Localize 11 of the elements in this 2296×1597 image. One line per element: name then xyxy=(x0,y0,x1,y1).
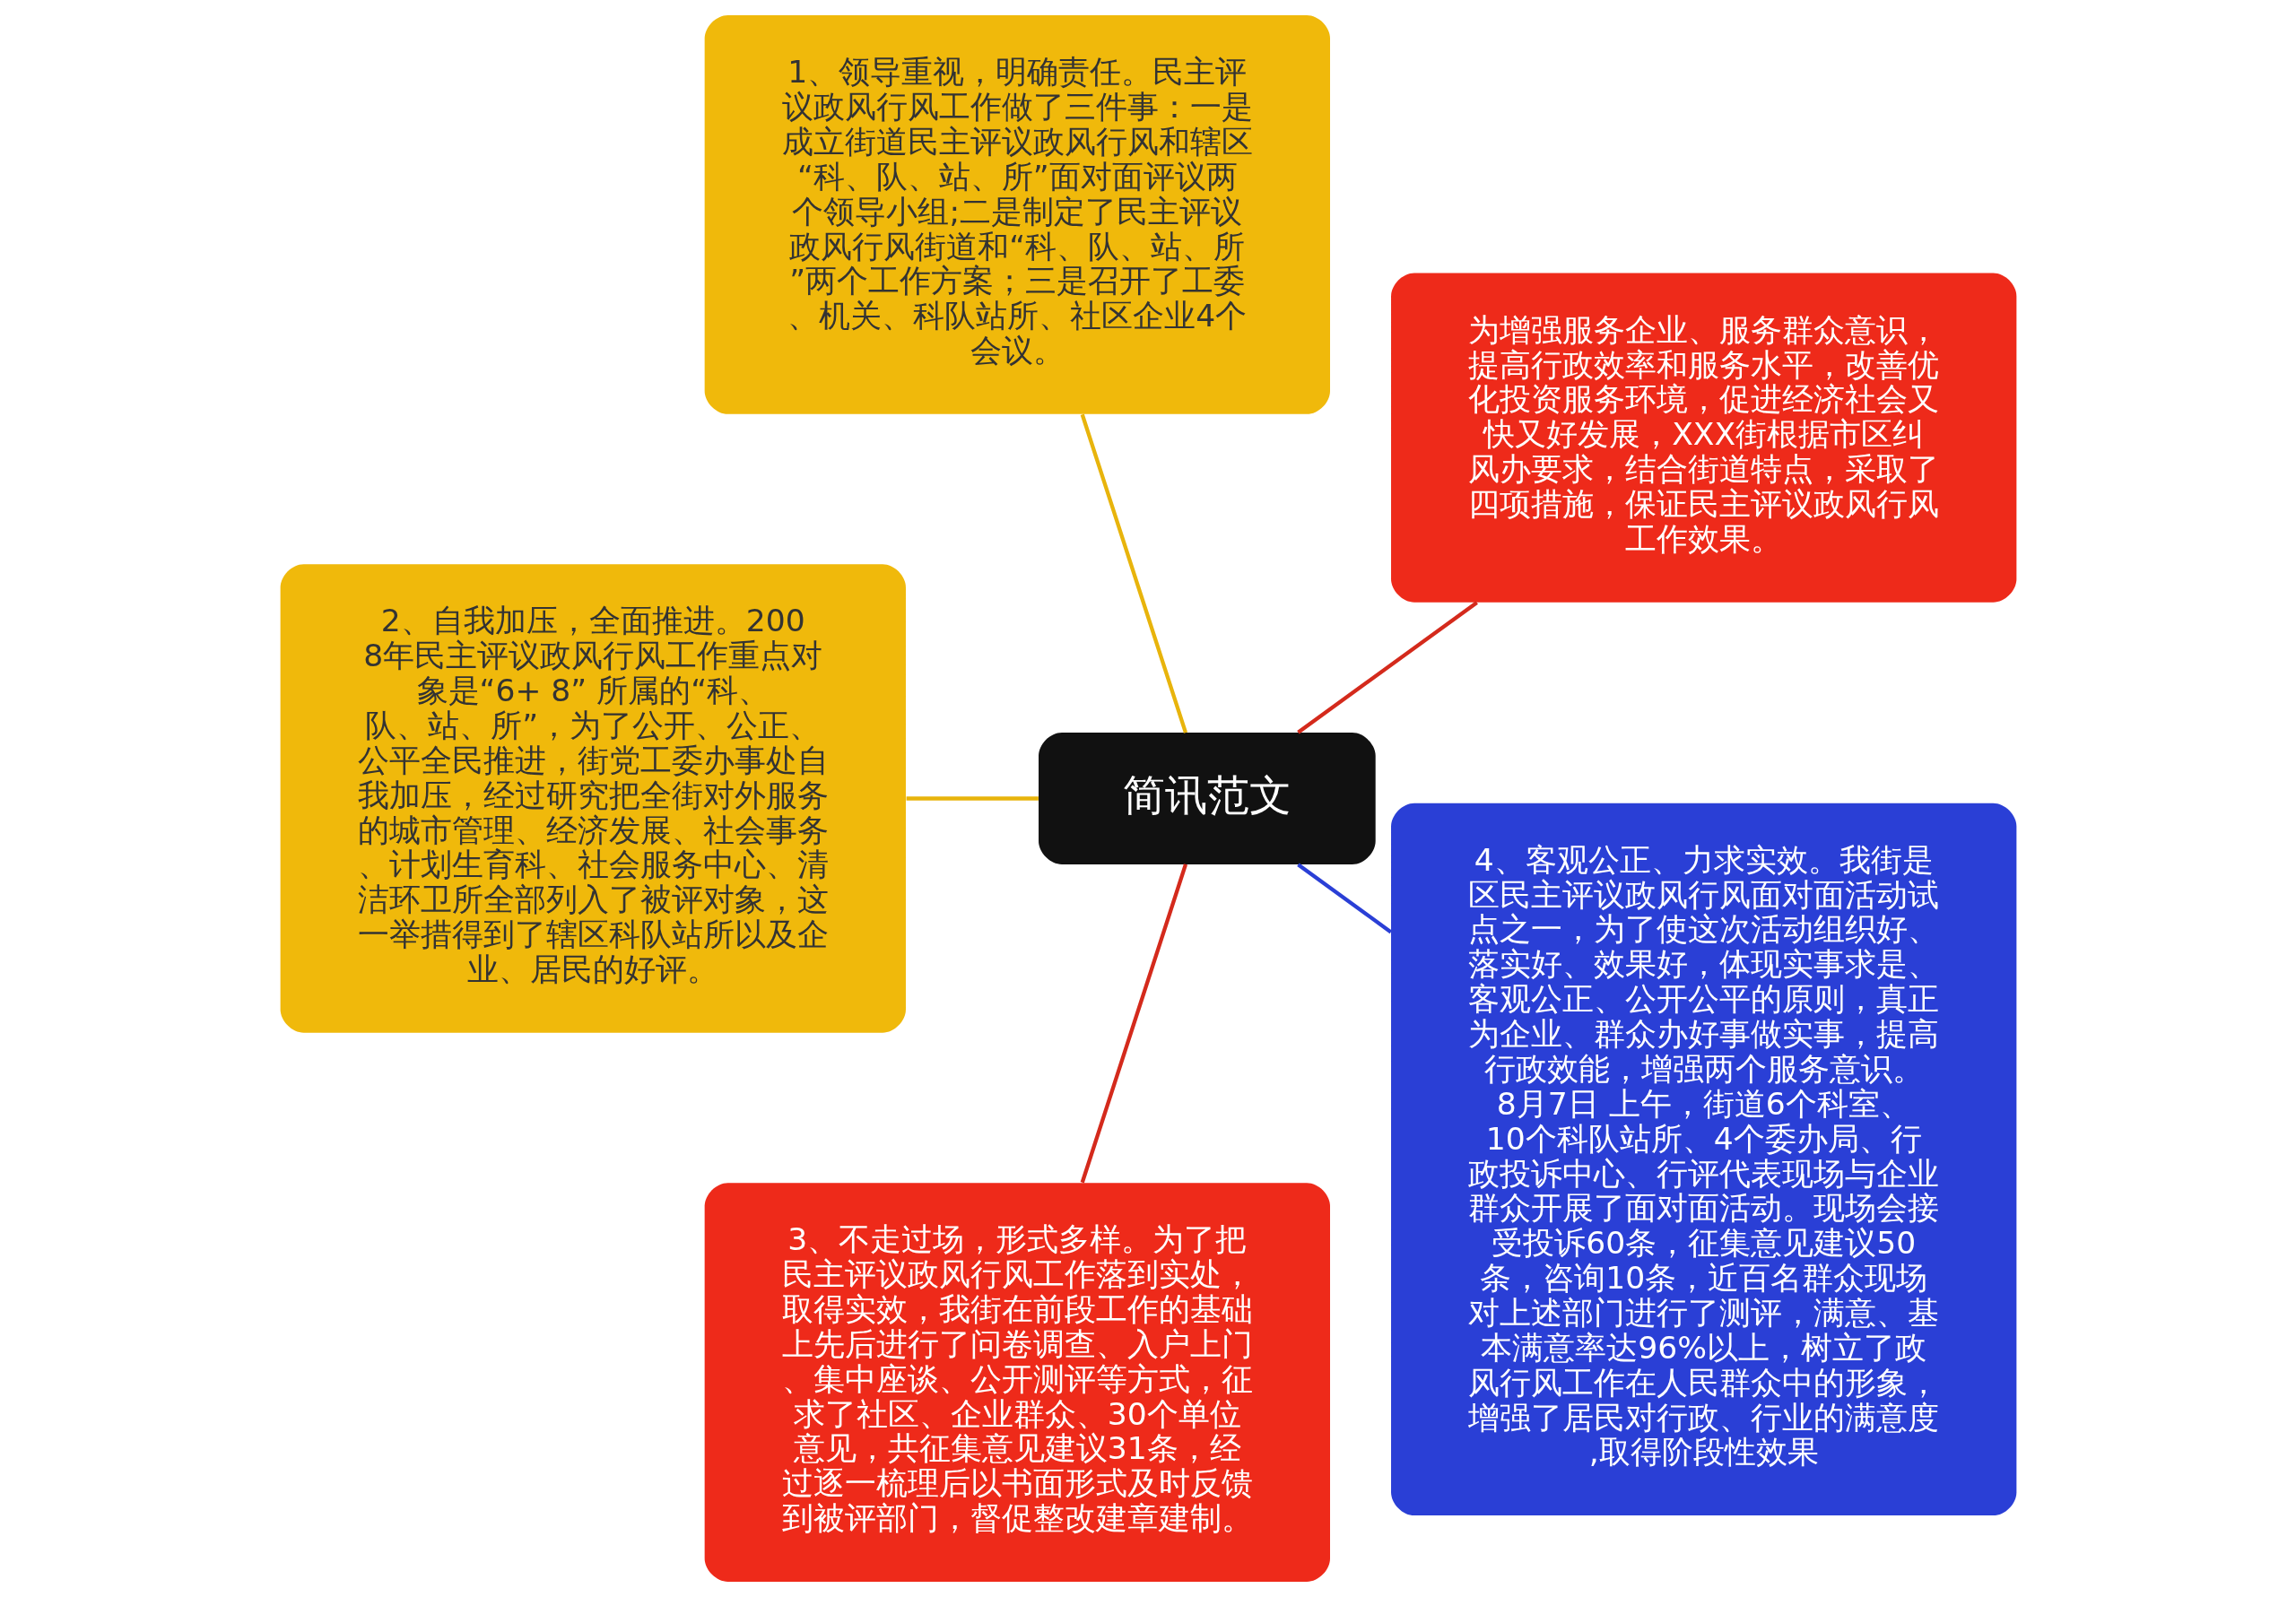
node-box: 3、不走过场，形式多样。为了把民主评议政风行风工作落到实处，取得实效，我街在前段工作的基础上先后进行了问卷调查、入户上门、集中座谈、公开测评等方式，征求了社区、企业群众、30个单位意见，共征集意见建议31条，经过逐一梳理后以书面形式及时反馈到被评部门，督促整改建章建制。 xyxy=(704,1183,1330,1582)
node-box: 2、自我加压，全面推进。2008年民主评议政风行风工作重点对象是“6+ 8” 所属的“科、队、站、所”，为了公开、公正、公平全民推进，街党工委办事处自我加压，经过研究把全街对外服务的城市管理、经济发展、社会事务、计划生育科、社会服务中心、清洁环卫所全部列入了被评对象，这一举措得到了辖区科队站所以及企业、居民的好评。 xyxy=(280,564,906,1033)
node-box: 1、领导重视，明确责任。民主评议政风行风工作做了三件事：一是成立街道民主评议政风行风和辖区“科、队、站、所”面对面评议两个领导小组;二是制定了民主评议政风行风街道和“科、队、站、所”两个工作方案；三是召开了工委、机关、科队站所、社区企业4个会议。 xyxy=(704,15,1330,414)
connector xyxy=(1080,864,1187,1184)
node-box: 4、客观公正、力求实效。我街是区民主评议政风行风面对面活动试点之一，为了使这次活动组织好、落实好、效果好，体现实事求是、客观公正、公开公平的原则，真正为企业、群众办好事做实事，提高行政效能，增强两个服务意识。 8月7日 上午，街道6个科室、10个科队站所、4个委办局、行政投诉中心、行评代表现场与企业群众开展了面对面活动。现场会接受投诉60条，征集意见建议50条，咨询10条，近百名群众现场对上述部门进行了测评，满意、基本满意率达96%以上，树立了政风行风工作在人民群众中的形象，增强了居民对行政、行业的满意度,取得阶段性效果 xyxy=(1390,803,2016,1516)
connector xyxy=(906,796,1039,801)
node-box: 为增强服务企业、服务群众意识，提高行政效率和服务水平，改善优化投资服务环境，促进经济社会又快又好发展，XXX街根据市区纠风办要求，结合街道特点，采取了四项措施，保证民主评议政风行风工作效果。 xyxy=(1390,273,2016,603)
connector xyxy=(1296,863,1392,934)
connector xyxy=(1296,601,1478,734)
node-box: 简讯范文 xyxy=(1038,733,1376,864)
connector xyxy=(1080,413,1187,733)
